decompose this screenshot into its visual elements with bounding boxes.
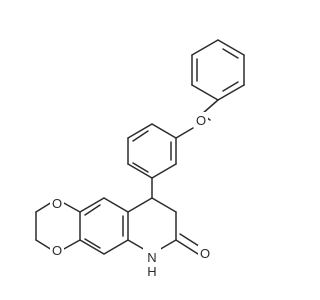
atom-dioxane-oxygen-top: O bbox=[50, 195, 64, 211]
structure-diagram: O O O N H O bbox=[35, 39, 245, 279]
atom-label-dioxane-o-bottom: O bbox=[52, 243, 62, 258]
atom-label-amide-h: H bbox=[147, 264, 156, 279]
atom-carbonyl-oxygen: O bbox=[198, 245, 212, 261]
atom-ether-oxygen: O bbox=[194, 112, 208, 128]
atom-label-carbonyl-o: O bbox=[200, 246, 210, 261]
atom-label-ether-o: O bbox=[196, 113, 206, 128]
dioxane-ring bbox=[35, 201, 81, 251]
ether-bond bbox=[175, 127, 194, 139]
lactam-ring bbox=[127, 197, 177, 255]
benzyl-phenyl-ring bbox=[191, 39, 245, 101]
atom-amide-nitrogen: N H bbox=[143, 248, 161, 279]
atom-label-amide-n: N bbox=[147, 250, 156, 265]
atom-dioxane-oxygen-bottom: O bbox=[50, 242, 64, 258]
fused-benzo-ring bbox=[79, 197, 129, 255]
middle-aryl-ring bbox=[127, 123, 177, 179]
atom-label-dioxane-o-top: O bbox=[52, 196, 62, 211]
molecule-drawing: O O O N H O bbox=[35, 39, 245, 279]
